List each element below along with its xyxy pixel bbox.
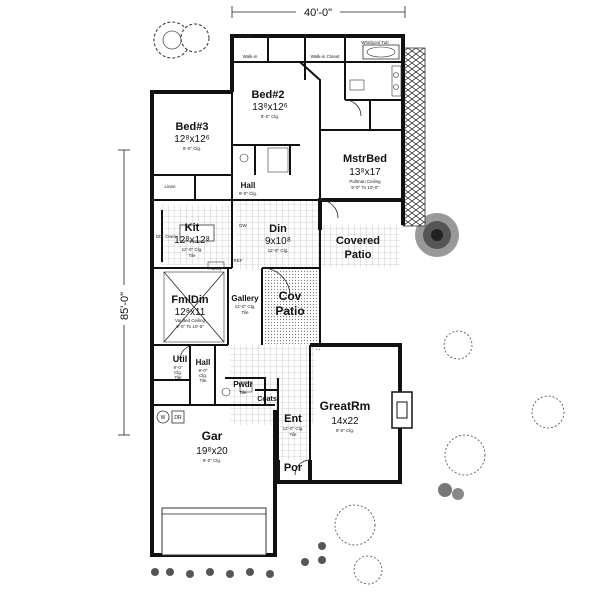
master-ceiling-type: Pullman Ceiling xyxy=(349,179,381,184)
kitchen-name: Kit xyxy=(185,222,200,234)
great-room-size: 14x22 xyxy=(331,416,359,427)
dining-ceiling: 12'-0" Clg. xyxy=(268,248,289,253)
closet-label: Closet xyxy=(239,33,253,38)
hall2-ceiling-unit: Clg. xyxy=(199,373,207,378)
porch-name: Por xyxy=(284,462,303,474)
gallery-floor-type: Tile xyxy=(241,310,249,315)
master-size: 13⁸x17 xyxy=(349,167,381,178)
covered-patio-name-1: Covered xyxy=(336,235,380,247)
entry-floor xyxy=(278,405,308,460)
tree-icon xyxy=(334,330,565,585)
refrigerator-label: REF xyxy=(234,258,243,263)
formal-dining-ceiling-height: 9'-0" To 10'-6" xyxy=(176,324,204,329)
formal-dining-name: FmlDin xyxy=(171,294,209,306)
walk-in-label: Walk-in xyxy=(243,54,258,59)
utility-ceiling-unit: Clg. xyxy=(174,370,182,375)
dining-name: Din xyxy=(269,223,287,235)
tree-icon xyxy=(153,21,210,59)
master-ceiling-height: 9'-0" To 10'-0" xyxy=(351,185,379,190)
covered-patio-floor xyxy=(318,225,400,267)
dishwasher-label: DW xyxy=(239,223,247,228)
coats-closet-name: Coats xyxy=(257,396,277,403)
width-label: 40'-0" xyxy=(304,7,332,19)
hall2-name: Hall xyxy=(196,358,211,367)
dryer-icon xyxy=(171,410,185,424)
covered-patio-name-2: Patio xyxy=(345,249,372,261)
hedge-strip xyxy=(402,47,426,227)
utility-floor-type: Tile xyxy=(174,375,182,380)
bed2-name: Bed#2 xyxy=(251,89,284,101)
powder-room-name: Pwdr xyxy=(233,380,253,389)
linen-label: Linen xyxy=(164,184,176,189)
tree-icon xyxy=(415,213,459,257)
kitchen-floor-type: Tile xyxy=(188,253,196,258)
hall1-ceiling: 9'-0" Clg. xyxy=(239,191,257,196)
master-name: MstrBed xyxy=(343,153,387,165)
depth-label: 85'-0" xyxy=(119,292,131,320)
bed3-size: 12⁸x12⁶ xyxy=(174,134,210,145)
formal-dining-ceiling-type: Vaulted Ceiling xyxy=(175,318,205,323)
double-oven-label: Dbl. Oven xyxy=(156,234,177,239)
kitchen-size: 12⁸x12⁸ xyxy=(174,235,210,246)
utility-name: Util xyxy=(173,354,188,364)
whirlpool-tub-label: Whirlpool Tub xyxy=(361,40,389,45)
powder-room-floor-type: Tile xyxy=(239,390,247,395)
garage-door xyxy=(161,507,267,556)
fixtures xyxy=(156,44,413,476)
gallery-name: Gallery xyxy=(231,294,259,303)
shrub-icon xyxy=(151,483,464,578)
interior-walls xyxy=(152,36,403,460)
bathtub xyxy=(267,147,289,173)
washer-icon xyxy=(156,410,170,424)
walk-in-closet-label: Walk-in Closet xyxy=(311,54,341,59)
depth-dimension: 85'-0" xyxy=(116,149,132,436)
cov-patio-floor xyxy=(265,265,320,350)
garage-size: 19⁸x20 xyxy=(196,446,228,457)
utility-ceiling: 9'-0" xyxy=(174,365,183,370)
great-room-name: GreatRm xyxy=(320,399,371,413)
cov-patio-name-2: Patio xyxy=(275,304,304,318)
entry-name: Ent xyxy=(284,413,302,425)
garage-ceiling: 9'-0" Clg. xyxy=(203,458,221,463)
cov-patio-name-1: Cov xyxy=(279,289,302,303)
garage-name: Gar xyxy=(202,429,223,443)
bed2-ceiling: 9'-0" Clg. xyxy=(261,114,279,119)
washer-label: W xyxy=(161,415,166,421)
dining-floor xyxy=(235,200,320,270)
entry-floor-type: Tile xyxy=(289,432,297,437)
gallery-ceiling: 12'-0" Clg. xyxy=(235,304,256,309)
pantry-label: Pantry xyxy=(208,266,222,271)
bed2-size: 13⁸x12⁶ xyxy=(252,102,288,113)
hall2-ceiling: 9'-0" xyxy=(199,368,208,373)
hall2-floor-type: Tile xyxy=(199,378,207,383)
kitchen-ceiling: 12'-0" Clg. xyxy=(182,247,203,252)
bed3-ceiling: 9'-0" Clg. xyxy=(183,146,201,151)
bed3-name: Bed#3 xyxy=(175,121,208,133)
formal-dining-size: 12⁸x11 xyxy=(175,307,206,318)
whirlpool-tub xyxy=(362,44,400,60)
kitchen-island xyxy=(179,224,215,242)
great-room-ceiling: 9'-0" Clg. xyxy=(336,428,354,433)
dryer-label: DR xyxy=(174,415,182,421)
entry-ceiling: 12'-0" Clg. xyxy=(283,426,304,431)
width-dimension: 40'-0" xyxy=(231,5,406,19)
hall1-name: Hall xyxy=(241,181,256,190)
fireplace-icon xyxy=(391,391,413,429)
dining-size: 9x10⁸ xyxy=(265,236,291,247)
